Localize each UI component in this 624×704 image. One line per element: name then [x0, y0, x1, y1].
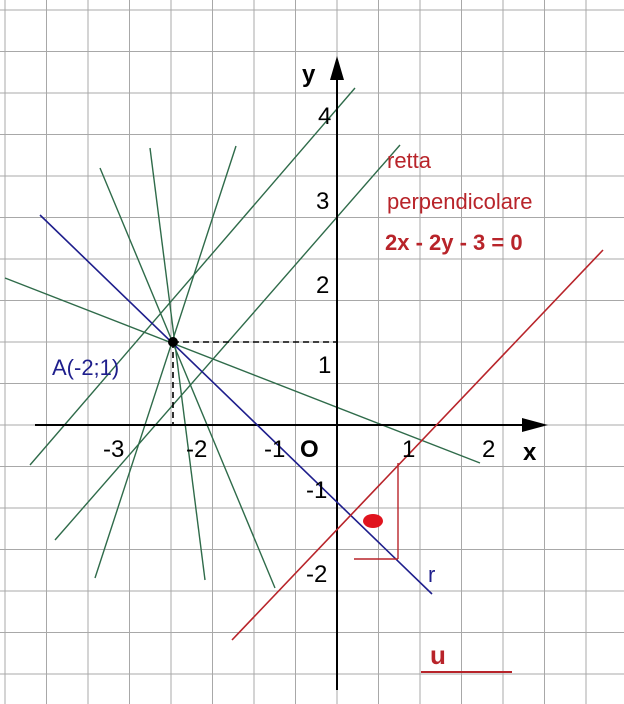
point-a-label: A(-2;1): [52, 355, 119, 380]
y-tick-label: -1: [306, 477, 327, 504]
pencil-line: [94, 145, 237, 579]
perpendicular-line: [231, 249, 604, 641]
perpendicular-equation: 2x - 2y - 3 = 0: [385, 230, 523, 255]
pencil-line: [99, 167, 276, 589]
y-tick-label: -2: [306, 561, 327, 588]
y-tick-label: 1: [318, 352, 331, 379]
y-tick-label: 4: [318, 103, 331, 130]
y-tick-label: 3: [316, 188, 329, 215]
right-angle-marker: [363, 514, 383, 528]
y-axis-arrow: [330, 56, 344, 80]
perpendicular-title-line2: perpendicolare: [387, 189, 533, 214]
x-tick-label: -3: [103, 436, 124, 463]
vector-u-label: u: [430, 640, 446, 670]
y-tick-label: 2: [316, 272, 329, 299]
y-axis-label: y: [302, 61, 316, 88]
pencil-line: [4, 277, 481, 464]
slope-triangle: [354, 463, 399, 560]
pencil-line: [149, 147, 206, 581]
x-tick-label: 2: [482, 436, 495, 463]
axes: [35, 56, 548, 690]
x-axis-label: x: [523, 439, 537, 466]
origin-label: O: [300, 436, 319, 463]
x-tick-label: -2: [186, 436, 207, 463]
perpendicular-title-line1: retta: [387, 148, 432, 173]
line-r-label: r: [428, 562, 435, 587]
pencil-of-lines: [4, 87, 481, 589]
point-a: [168, 337, 178, 347]
point-a-projections: [172, 341, 337, 425]
x-axis-arrow: [522, 418, 548, 432]
x-tick-label: 1: [402, 436, 415, 463]
pencil-line: [29, 87, 356, 466]
x-tick-label: -1: [264, 436, 285, 463]
line-r: [39, 214, 433, 595]
